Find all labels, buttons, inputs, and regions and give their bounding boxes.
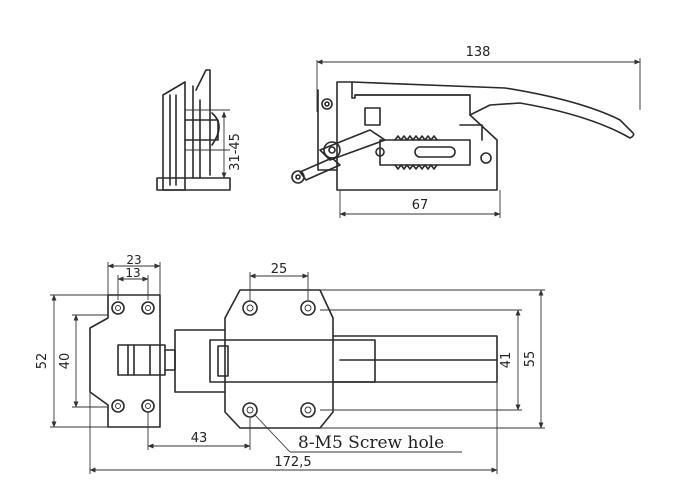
inner-height-dim: 41: [499, 352, 514, 369]
top-view: 138 67: [291, 45, 641, 218]
top-base-dim: 67: [412, 198, 429, 213]
side-view: 31-45: [156, 69, 243, 191]
hole-spacing-large-dim: 25: [271, 262, 288, 277]
top-length-dim: 138: [466, 45, 491, 60]
plate-inner-dim: 40: [58, 353, 73, 370]
plate-height-dim: 52: [35, 353, 50, 370]
screw-hole-callout: 8-M5 Screw hole: [298, 433, 444, 453]
offset-dim: 43: [191, 431, 208, 446]
hole-spacing-small-dim: 13: [125, 266, 140, 280]
outer-height-dim: 55: [523, 351, 538, 368]
front-view: 23 13 25 52 40 41 55 43 172,5: [35, 253, 545, 474]
plate-width-dim: 23: [126, 253, 141, 267]
total-length-dim: 172,5: [274, 455, 311, 470]
side-height-dim: 31-45: [228, 133, 243, 171]
